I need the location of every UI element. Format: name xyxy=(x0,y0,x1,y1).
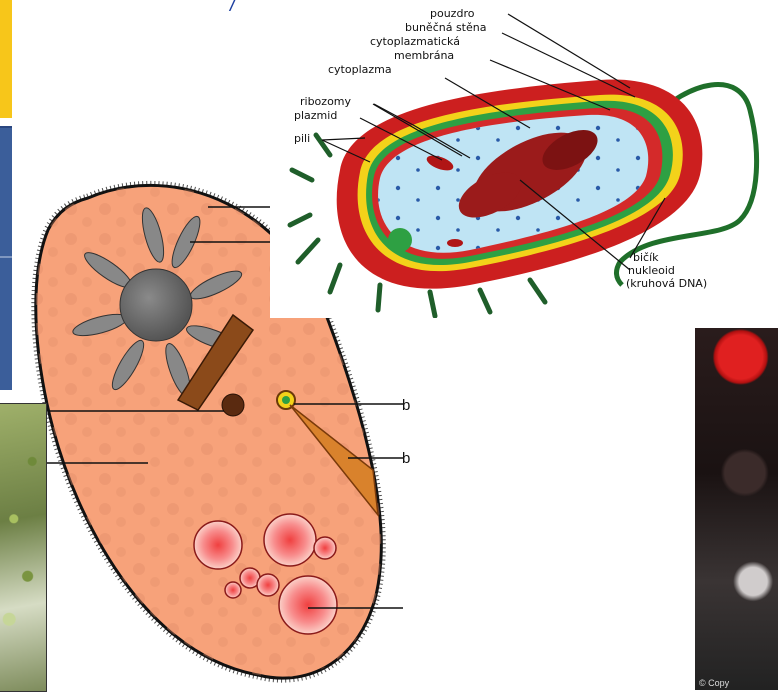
bacteria-cell xyxy=(270,0,778,318)
bacteria-diagram: pouzdro buněčná stěna cytoplazmatická me… xyxy=(270,0,778,318)
label-flagellum: bičík xyxy=(633,252,659,264)
slide-border-blue xyxy=(0,126,12,390)
photo-caption: © Copy xyxy=(699,678,729,688)
label-cell-wall: buněčná stěna xyxy=(405,22,486,34)
label-plasmid: plazmid xyxy=(294,110,337,122)
label-nucleoid-note: (kruhová DNA) xyxy=(626,278,707,290)
slide-border-gold xyxy=(0,0,12,118)
paramecium-label-2: b xyxy=(402,450,410,467)
label-membrane-line1: cytoplazmatická xyxy=(370,36,460,48)
food-vacuole-dark xyxy=(222,394,244,416)
label-ribosomes: ribozomy xyxy=(300,96,351,108)
label-pili: pili xyxy=(294,133,310,145)
lichen-photo xyxy=(0,403,47,692)
label-nucleoid: nukleoid xyxy=(628,265,675,277)
label-cytoplasm: cytoplazma xyxy=(328,64,392,76)
label-capsule: pouzdro xyxy=(430,8,474,20)
header-mark: / xyxy=(230,0,236,17)
label-membrane-line2: membrána xyxy=(394,50,454,62)
paramecium-label-1: b xyxy=(402,397,410,414)
red-organism-photo: © Copy xyxy=(695,328,778,690)
